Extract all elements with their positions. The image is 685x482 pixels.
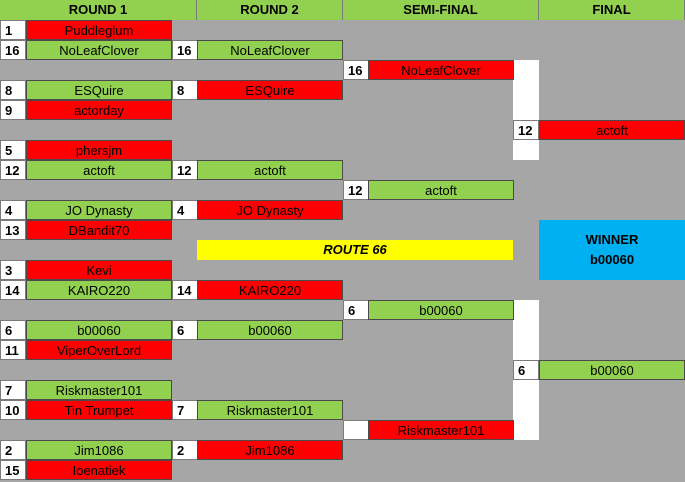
sf-seed: 16 (343, 60, 369, 80)
r1-seed: 3 (0, 260, 26, 280)
r1-team: KAIRO220 (26, 280, 172, 300)
r1-seed: 4 (0, 200, 26, 220)
winner-name: b00060 (589, 252, 635, 267)
r1-team: b00060 (26, 320, 172, 340)
r1-seed: 15 (0, 460, 26, 480)
r1-team: Tin Trumpet (26, 400, 172, 420)
r2-team: Jim1086 (197, 440, 343, 460)
r1-seed: 5 (0, 140, 26, 160)
r1-seed: 6 (0, 320, 26, 340)
r1-team: Kevi (26, 260, 172, 280)
r2-team: NoLeafClover (197, 40, 343, 60)
r2-seed: 8 (172, 80, 198, 100)
r2-seed: 16 (172, 40, 198, 60)
r1-seed: 11 (0, 340, 26, 360)
sf-team: NoLeafClover (368, 60, 514, 80)
r1-seed: 8 (0, 80, 26, 100)
final-seed: 12 (513, 120, 539, 140)
r2-seed: 12 (172, 160, 198, 180)
r1-team: actorday (26, 100, 172, 120)
r1-team: actoft (26, 160, 172, 180)
connector (513, 60, 539, 160)
r2-seed: 2 (172, 440, 198, 460)
r1-team: ESQuire (26, 80, 172, 100)
r2-team: KAIRO220 (197, 280, 343, 300)
r1-seed: 16 (0, 40, 26, 60)
r1-seed: 2 (0, 440, 26, 460)
route-label: ROUTE 66 (197, 240, 513, 260)
r1-team: Ioenatiek (26, 460, 172, 480)
final-seed: 6 (513, 360, 539, 380)
r2-team: Riskmaster101 (197, 400, 343, 420)
r1-team: ViperOverLord (26, 340, 172, 360)
r2-team: ESQuire (197, 80, 343, 100)
r2-seed: 14 (172, 280, 198, 300)
header-round-2: ROUND 2 (197, 0, 343, 20)
header-final: FINAL (539, 0, 685, 20)
r1-team: NoLeafClover (26, 40, 172, 60)
r1-team: DBandit70 (26, 220, 172, 240)
r2-team: JO Dynasty (197, 200, 343, 220)
header-round-1: ROUND 1 (0, 0, 197, 20)
sf-team: Riskmaster101 (368, 420, 514, 440)
r1-seed: 10 (0, 400, 26, 420)
r1-seed: 13 (0, 220, 26, 240)
final-team: actoft (539, 120, 685, 140)
r1-seed: 9 (0, 100, 26, 120)
r1-team: Riskmaster101 (26, 380, 172, 400)
r2-seed: 7 (172, 400, 198, 420)
r1-seed: 12 (0, 160, 26, 180)
final-team: b00060 (539, 360, 685, 380)
r1-seed: 7 (0, 380, 26, 400)
winner-label: WINNER (585, 232, 639, 247)
sf-team: actoft (368, 180, 514, 200)
sf-seed (343, 420, 369, 440)
r2-seed: 4 (172, 200, 198, 220)
r1-team: phersjm (26, 140, 172, 160)
r1-seed: 14 (0, 280, 26, 300)
header-semi-final: SEMI-FINAL (343, 0, 539, 20)
sf-seed: 12 (343, 180, 369, 200)
r2-team: b00060 (197, 320, 343, 340)
r1-team: Puddleglum (26, 20, 172, 40)
r2-seed: 6 (172, 320, 198, 340)
sf-seed: 6 (343, 300, 369, 320)
winner-box: WINNER b00060 (539, 220, 685, 280)
r2-team: actoft (197, 160, 343, 180)
r1-team: JO Dynasty (26, 200, 172, 220)
r1-seed: 1 (0, 20, 26, 40)
r1-team: Jim1086 (26, 440, 172, 460)
sf-team: b00060 (368, 300, 514, 320)
